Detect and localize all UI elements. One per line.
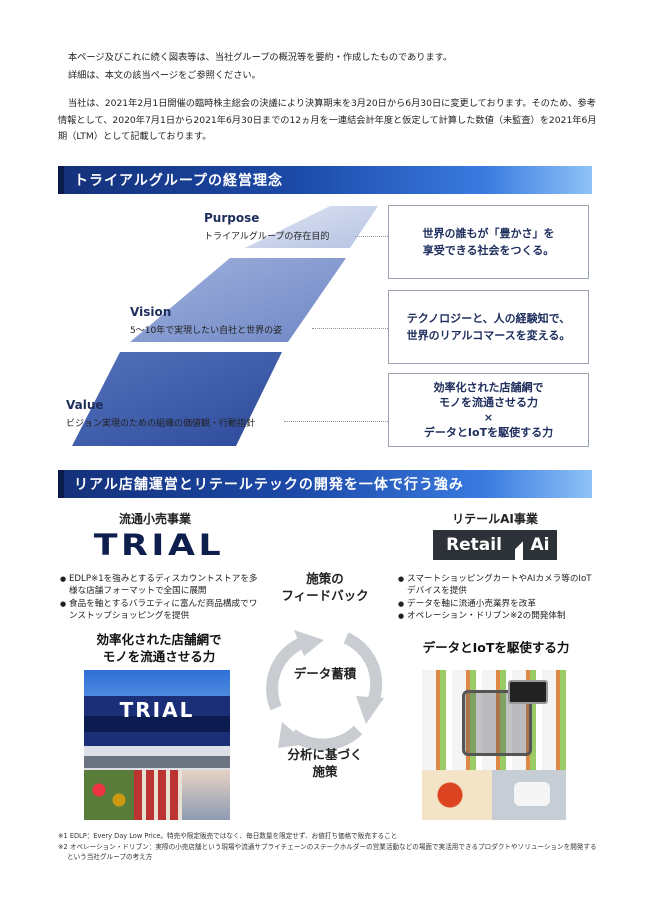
value-label: Value	[66, 398, 104, 412]
cycle-action-label: 分析に基づく 施策	[270, 746, 380, 780]
value-leader-line	[284, 421, 388, 422]
purpose-label: Purpose	[204, 211, 260, 225]
retailai-bullets: スマートショッピングカートやAIカメラ等のIoTデバイスを提供 データを軸に流通…	[398, 573, 596, 623]
footnote-1: ※1 EDLP：Every Day Low Price。特売や限定販売ではなく、…	[58, 832, 398, 840]
pyramid-tier-purpose	[245, 206, 378, 248]
trial-logo: TRIAL	[93, 528, 225, 562]
headline-line: 効率化された店舗網で	[96, 632, 222, 647]
retail-ai-logo-part: Retail	[433, 530, 515, 560]
pyramid-tier-value	[72, 352, 282, 446]
retail-ai-logo: Retail Ai	[433, 530, 557, 560]
vision-label: Vision	[130, 305, 172, 319]
purpose-desc: トライアルグループの存在目的	[204, 232, 330, 242]
retail-bullets: EDLP※1を強みとするディスカウントストアを多様な店舗フォーマットで全国に展開…	[60, 573, 260, 623]
intro-line-2: 詳細は、本文の該当ページをご参照ください。	[68, 70, 261, 81]
intro-paragraph: 当社は、2021年2月1日開催の臨時株主総会の決議により決算期末を3月20日から…	[58, 98, 597, 142]
vision-statement-box: テクノロジーと、人の経験知で、世界のリアルコマースを変える。	[388, 290, 589, 364]
section-strength-title: リアル店舗運営とリテールテックの開発を一体で行う強み	[74, 477, 464, 493]
store-photo: TRIAL	[84, 670, 230, 820]
value-statement-line: データとIoTを駆使する力	[423, 426, 554, 439]
headline-line: モノを流通させる力	[102, 649, 216, 664]
value-statement-box: 効率化された店舗網でモノを流通させる力 × データとIoTを駆使する力	[388, 373, 589, 447]
retail-ai-logo-part: Ai	[523, 530, 557, 560]
store-sign: TRIAL	[119, 698, 195, 722]
data-cycle-graphic	[266, 630, 384, 751]
list-item: オペレーション・ドリブン※2の開発体制	[398, 610, 596, 623]
list-item: データを軸に流通小売業界を改革	[398, 598, 596, 611]
value-statement-line: 効率化された店舗網で	[433, 381, 544, 394]
value-desc: ビジョン実現のための組織の価値観・行動指針	[66, 419, 256, 429]
footnote-2: ※2 オペレーション・ドリブン：実際の小売店舗という現場や流通サプライチェーンの…	[58, 843, 597, 861]
list-item: スマートショッピングカートやAIカメラ等のIoTデバイスを提供	[398, 573, 596, 598]
section-philosophy-header: トライアルグループの経営理念	[58, 166, 592, 194]
vision-statement-line: テクノロジーと、人の経験知で、	[406, 312, 571, 325]
cycle-text-line: 施策	[312, 764, 338, 779]
retailai-strength-headline: データとIoTを駆使する力	[422, 640, 570, 655]
section-strength-header: リアル店舗運営とリテールテックの開発を一体で行う強み	[58, 470, 592, 498]
value-statement-line: モノを流通させる力	[439, 396, 538, 409]
value-statement-times: ×	[483, 411, 494, 424]
purpose-leader-line	[355, 236, 388, 237]
section-philosophy-title: トライアルグループの経営理念	[74, 173, 284, 189]
intro-line-1: 本ページ及びこれに続く図表等は、当社グループの概況等を要約・作成したものでありま…	[68, 52, 453, 63]
purpose-statement-line: 世界の誰もが「豊かさ」を	[422, 227, 555, 240]
vision-leader-line	[312, 328, 388, 329]
cycle-text-line: フィードバック	[281, 588, 369, 603]
cycle-data-label: データ蓄積	[293, 666, 357, 681]
vision-desc: 5～10年で実現したい自社と世界の姿	[130, 326, 283, 336]
cycle-feedback-label: 施策の フィードバック	[270, 570, 380, 604]
list-item: 食品を軸とするバラエティに富んだ商品構成でワンストップショッピングを提供	[60, 598, 260, 623]
smart-cart-photo	[422, 670, 566, 820]
list-item: EDLP※1を強みとするディスカウントストアを多様な店舗フォーマットで全国に展開	[60, 573, 260, 598]
cycle-text-line: 施策の	[306, 571, 344, 586]
purpose-statement-line: 享受できる社会をつくる。	[422, 244, 555, 257]
purpose-statement-box: 世界の誰もが「豊かさ」を享受できる社会をつくる。	[388, 205, 589, 279]
retail-strength-headline: 効率化された店舗網で モノを流通させる力	[60, 631, 258, 665]
pyramid-tier-vision	[130, 258, 346, 342]
vision-statement-line: 世界のリアルコマースを変える。	[406, 329, 571, 342]
philosophy-pyramid-graphic	[72, 206, 378, 446]
retail-segment-title: 流通小売事業	[118, 512, 191, 526]
cycle-text-line: 分析に基づく	[287, 747, 363, 762]
retailai-segment-title: リテールAI事業	[452, 512, 538, 526]
